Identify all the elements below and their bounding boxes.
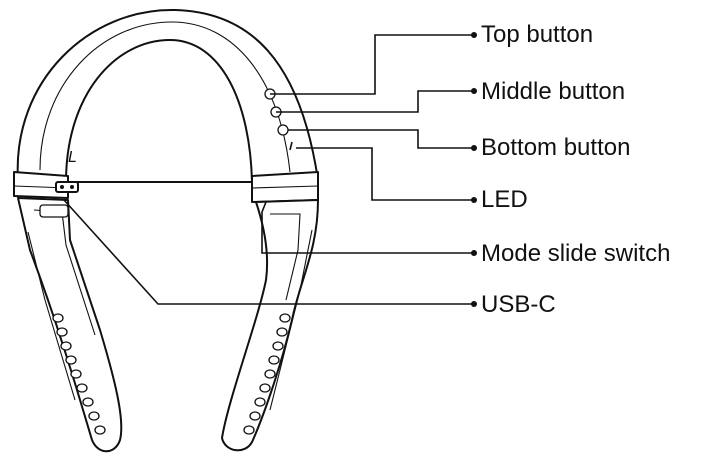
label-middle-button: Middle button [481, 78, 626, 105]
usb-c-port [39, 181, 79, 218]
right-arm [221, 199, 319, 452]
bottom-button-shape [277, 124, 289, 136]
label-mode-slide-switch: Mode slide switch [481, 240, 671, 267]
right-speaker-grill [243, 313, 291, 435]
left-arm [17, 197, 123, 453]
side-marker-L: L [68, 149, 77, 166]
neckband-body [13, 8, 319, 203]
left-speaker-grill [52, 313, 106, 435]
led-shape [289, 141, 293, 151]
callout-lines [63, 32, 477, 307]
label-led: LED [481, 186, 528, 213]
label-top-button: Top button [481, 21, 594, 48]
label-bottom-button: Bottom button [481, 134, 631, 161]
label-usb-c: USB-C [481, 291, 556, 318]
